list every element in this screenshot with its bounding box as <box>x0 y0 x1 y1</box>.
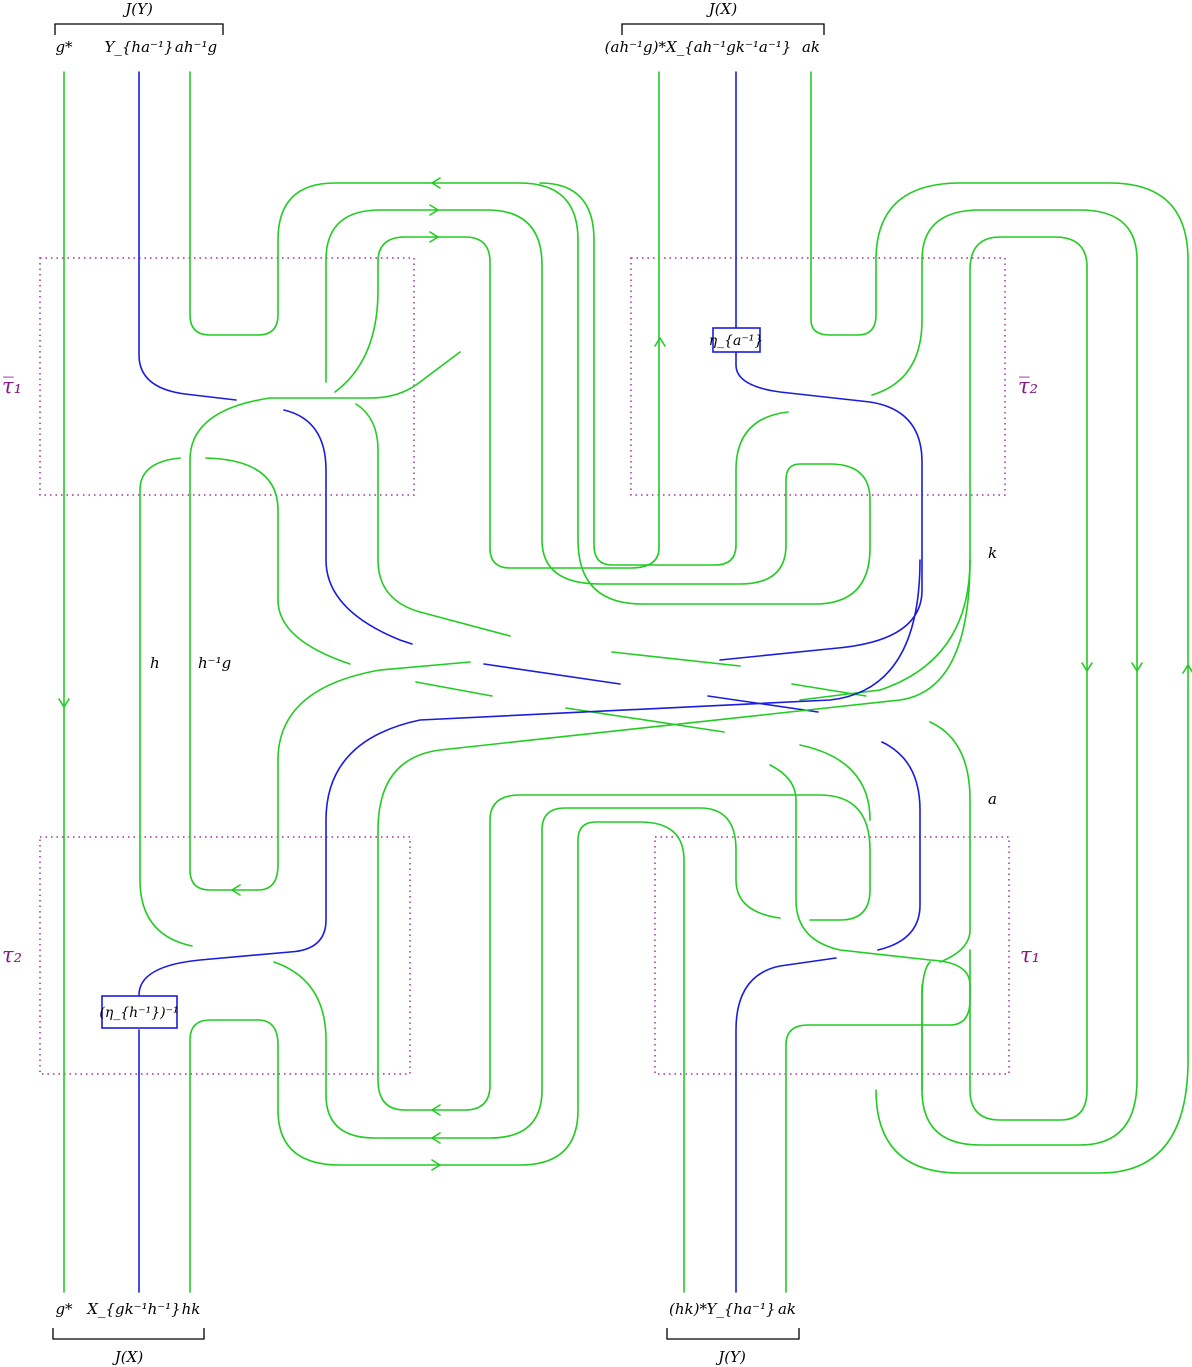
label-k: k <box>988 544 997 562</box>
top-left-label-3: ah⁻¹g <box>175 38 217 56</box>
arrow-g-star <box>58 698 70 708</box>
strand-br-a2 <box>921 961 931 1091</box>
strand-ah-g <box>189 71 871 605</box>
strand-tr-inner2 <box>969 266 1088 1121</box>
strand-tr-eta <box>539 182 789 566</box>
arrow-bot-890 <box>231 884 241 896</box>
bottom-right-bracket-label: J(Y) <box>715 1348 746 1366</box>
label-h-inv-g: h⁻¹g <box>198 654 231 672</box>
box-top-left <box>39 257 415 496</box>
bottom-left-label-1: g* <box>55 1300 73 1318</box>
tau-bottom-left: τ₂ <box>2 943 22 967</box>
strand-y-top <box>138 71 237 401</box>
bottom-left-label-2: X_{gk⁻¹h⁻¹} <box>86 1300 180 1318</box>
arrow-top-183 <box>431 177 441 189</box>
bottom-left-label-3: hk <box>182 1300 201 1318</box>
arrow-top-237 <box>429 231 439 243</box>
strand-y-top-2 <box>283 409 413 645</box>
box-bottom-left <box>39 836 411 1075</box>
bottom-left-bracket-label: J(X) <box>112 1348 144 1366</box>
bracket-top-right <box>621 23 825 35</box>
strand-br-a <box>929 721 971 963</box>
bracket-bottom-right <box>666 1328 800 1340</box>
arrow-bot-1165 <box>431 1159 441 1171</box>
bottom-right-label-3: ak <box>778 1300 796 1318</box>
bracket-bottom-left <box>52 1328 205 1340</box>
label-h: h <box>150 654 160 672</box>
seg-mid-1 <box>611 651 741 667</box>
strand-blue-lower <box>877 741 921 951</box>
strand-hk <box>189 821 685 1293</box>
strand-crossing-tl <box>189 351 471 891</box>
strand-blue-swoop <box>138 559 921 996</box>
strand-k <box>799 236 1088 701</box>
eta-inv-box <box>101 995 178 1029</box>
tau-top-left: τ̅₁ <box>2 374 22 398</box>
tau-bottom-right: τ₁ <box>1020 943 1040 967</box>
arrow-bot-1138 <box>431 1132 441 1144</box>
top-left-label-2: Y_{ha⁻¹} <box>104 38 173 56</box>
seg-mid-3 <box>415 681 493 697</box>
bracket-top-left <box>54 23 224 35</box>
bottom-right-label-2: Y_{ha⁻¹} <box>706 1300 775 1318</box>
top-right-label-1: (ah⁻¹g)*X_{ah⁻¹gk⁻¹a⁻¹} <box>605 38 792 56</box>
strand-tr-inner <box>871 209 1138 1146</box>
arrow-659 <box>654 337 666 347</box>
eta-label: η_{a⁻¹} <box>709 333 764 349</box>
strand-big-swoop <box>377 559 971 1111</box>
tau-top-right: τ̅₂ <box>1018 374 1038 398</box>
strand-tl-inner <box>334 71 660 569</box>
top-right-bracket-label: J(X) <box>706 0 738 18</box>
eta-box <box>712 327 761 353</box>
strand-tl-h <box>139 457 193 947</box>
eta-inv-label: (η_{h⁻¹})⁻¹ <box>99 1005 178 1021</box>
label-a: a <box>988 790 997 808</box>
top-left-bracket-label: J(Y) <box>122 0 153 18</box>
arrow-1137 <box>1131 662 1143 672</box>
top-left-label-1: g* <box>55 38 73 56</box>
top-right-label-2: ak <box>802 38 820 56</box>
arrow-top-210 <box>429 204 439 216</box>
arrow-1188 <box>1182 664 1192 674</box>
strand-bl-2 <box>273 807 781 1139</box>
strand-br-3 <box>799 744 871 821</box>
box-bottom-right <box>654 836 1010 1075</box>
strand-blue-y-bot <box>735 957 837 1293</box>
strand-ak-top <box>810 71 1189 1174</box>
arrow-bot-1110 <box>431 1104 441 1116</box>
strand-hk-star <box>769 764 971 1293</box>
strand-tl-loop <box>355 403 511 637</box>
seg-mid-5 <box>483 663 621 685</box>
box-top-right <box>630 257 1006 496</box>
strand-tl-h2 <box>205 457 351 665</box>
arrow-1087 <box>1081 662 1093 672</box>
bottom-right-label-1: (hk)* <box>669 1300 707 1318</box>
strand-x-top-2 <box>719 351 923 661</box>
